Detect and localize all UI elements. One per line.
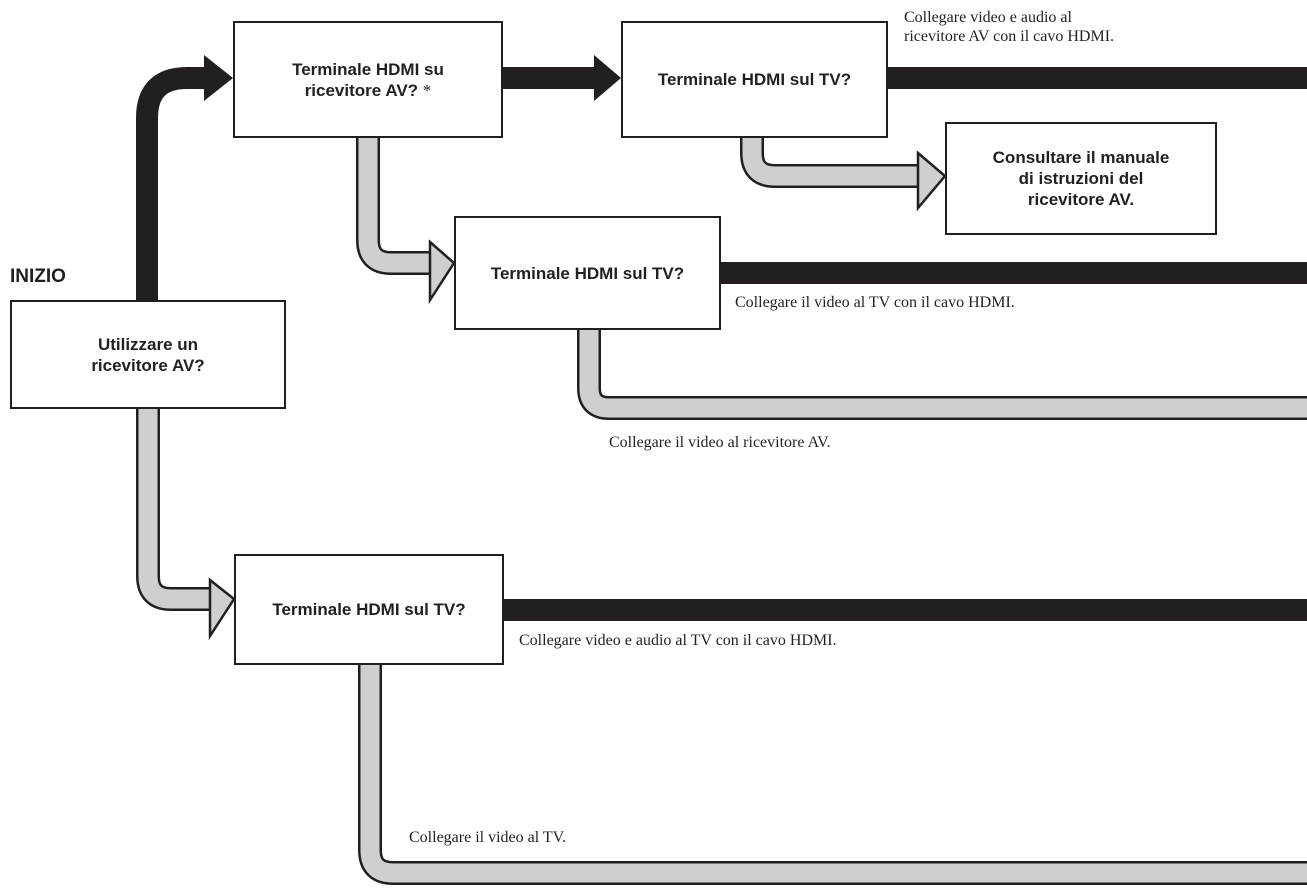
node-hdmi-tv-3-text: Terminale HDMI sul TV? [272,600,466,619]
node-hdmi-tv-2-text: Terminale HDMI sul TV? [490,263,685,283]
no-connector-start-to-tv3 [138,408,212,609]
yes-arrowhead-receiver-question [204,55,233,101]
note-video-tv: Collegare il video al TV. [409,829,567,846]
node-hdmi-tv-3: Terminale HDMI sul TV? [234,554,504,665]
no-bar-tv2 [579,330,1307,418]
node-consult-manual-text: Consultare il manuale di istruzioni del … [992,148,1170,209]
no-bar-tv3 [360,665,1307,883]
node-hdmi-on-receiver-text: Terminale HDMI su ricevitore AV? * [292,59,444,101]
node-use-receiver-text: Utilizzare un ricevitore AV? [91,334,205,375]
note-video-receiver: Collegare il video al ricevitore AV. [609,434,831,451]
node-hdmi-on-receiver-label: Terminale HDMI su ricevitore AV? [292,59,444,100]
asterisk-marker: * [422,80,432,100]
no-arrowhead-tv2 [428,239,456,305]
node-hdmi-tv-1-text: Terminale HDMI sul TV? [657,70,852,89]
no-connector-tv1-to-manual [742,138,920,186]
start-label: INIZIO [10,266,66,287]
note-video-tv-hdmi: Collegare il video al TV con il cavo HDM… [735,294,1015,311]
no-arrowhead-tv3 [208,577,236,641]
yes-paths [136,55,1307,621]
node-hdmi-on-receiver: Terminale HDMI su ricevitore AV? * [233,21,503,138]
node-hdmi-tv-1: Terminale HDMI sul TV? [621,21,888,138]
no-paths [136,138,1307,885]
note-video-audio-tv-hdmi: Collegare video e audio al TV con il cav… [519,632,837,649]
node-consult-manual: Consultare il manuale di istruzioni del … [945,122,1217,235]
node-use-receiver: Utilizzare un ricevitore AV? [10,300,286,409]
no-arrowhead-manual [916,150,947,212]
node-hdmi-tv-2: Terminale HDMI sul TV? [454,216,721,330]
yes-arrowhead-tv1 [594,55,621,101]
note-video-audio-receiver-hdmi: Collegare video e audio al ricevitore AV… [904,9,1115,45]
no-connector-receiver-to-tv2 [358,138,432,273]
yes-connector-start-to-receiver-question [136,67,206,300]
